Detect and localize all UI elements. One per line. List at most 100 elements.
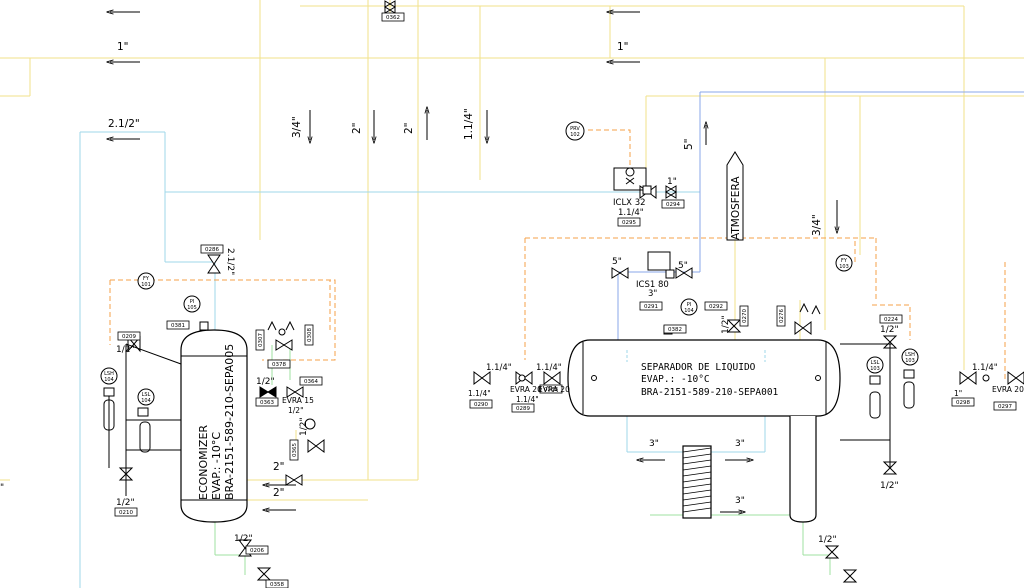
tag-0298: 0298 (956, 400, 970, 406)
lsl-104-bubble (137, 388, 155, 406)
tag-text: 0362 0286 0209 0381 0307 0308 0378 0364 … (119, 15, 1012, 588)
lsl104-a: LSL (142, 392, 151, 398)
tag-0210: 0210 (119, 510, 133, 516)
tag-0297: 0297 (998, 404, 1012, 410)
tag-0307: 0307 (258, 333, 264, 347)
lsh-103-bubble (901, 348, 919, 366)
size-sep3: 3" (648, 289, 657, 299)
prv102-a: PRV (570, 126, 580, 132)
size-v212: 2.1/2" (225, 248, 235, 275)
economizer-evap: EVAP.: -10°C (210, 432, 223, 500)
tag-0292: 0292 (709, 304, 723, 310)
separator-evap: EVAP.: -10°C (641, 374, 710, 385)
evra20b-label: EVRA 20 (538, 385, 570, 394)
tag-0378: 0378 (272, 362, 286, 368)
size-sep114c: 1.1/4" (516, 395, 539, 404)
evra15-label: EVRA 15 (282, 396, 314, 405)
size-v2a: 2" (351, 122, 363, 134)
lsl103-b: 103 (870, 366, 880, 372)
tag-0270: 0270 (742, 309, 748, 323)
size-sep12d: 1/2" (818, 535, 837, 545)
tag-0363: 0363 (260, 400, 274, 406)
size-v1: 1" (667, 177, 677, 187)
size-sep114a: 1.1/4" (486, 363, 512, 373)
economizer-tag: BRA-2151-589-210-SEPA005 (223, 344, 236, 500)
size-sep12a: 1/2" (721, 315, 731, 334)
atmosfera-vent: ATMOSFERA (726, 151, 744, 241)
fy103-b: 103 (839, 264, 849, 270)
atmosfera-label: ATMOSFERA (730, 176, 742, 240)
lsh-104-bubble (100, 367, 118, 385)
fy-101-bubble (137, 272, 155, 290)
size-econ12a: 1/2" (116, 345, 135, 355)
fy101-b: 101 (141, 282, 151, 288)
tag-0291: 0291 (644, 304, 658, 310)
size-right1: 1" (954, 389, 962, 398)
prv-102-bubble (565, 121, 585, 141)
size-left-edge: " (0, 483, 4, 493)
size-sep3b: 3" (735, 439, 745, 449)
economizer-title: ECONOMIZER (197, 425, 210, 500)
size-v34b: 3/4" (811, 214, 823, 236)
lsh104-a: LSH (104, 371, 114, 377)
size-sep3c: 3" (735, 496, 745, 506)
fy-103-bubble (835, 254, 853, 272)
lsh104-b: 104 (104, 377, 114, 383)
tag-0206: 0206 (250, 548, 264, 554)
separator-title: SEPARADOR DE LIQUIDO (641, 362, 756, 373)
size-sep114b: 1.1/4" (536, 363, 562, 373)
tag-0224: 0224 (884, 317, 898, 323)
tag-0288: 0288 (544, 387, 558, 393)
size-sep5a: 5" (612, 257, 622, 267)
lsl-103-bubble (866, 356, 884, 374)
tag-0209: 0209 (122, 334, 136, 340)
instrument-bubbles (100, 121, 919, 406)
pi-104-bubble (680, 298, 698, 316)
tag-0290: 0290 (474, 402, 488, 408)
lsl104-b: 104 (141, 398, 151, 404)
iclx-label: ICLX 32 (613, 198, 646, 208)
fy103-a: FY (841, 258, 848, 264)
pi105-b: 105 (187, 305, 197, 311)
pi-105-bubble (183, 295, 201, 313)
lsh103-a: LSH (905, 352, 915, 358)
lsl103-a: LSL (871, 360, 880, 366)
size-v5: 5" (683, 138, 695, 150)
size-v34: 3/4" (291, 116, 303, 138)
size-econ12c: 1/2" (288, 406, 304, 415)
size-sep12b: 1/2" (880, 325, 899, 335)
size-right114: 1.1/4" (972, 363, 998, 373)
tag-0365: 0365 (292, 443, 298, 457)
separator-vessel: SEPARADOR DE LIQUIDO EVAP.: -10°C BRA-21… (567, 339, 841, 523)
tag-0289: 0289 (516, 406, 530, 412)
size-econ12d: 1/2" (299, 417, 309, 436)
prv102-b: 102 (570, 132, 580, 138)
lsh103-b: 103 (905, 358, 915, 364)
tag-0276: 0276 (779, 309, 785, 323)
flow-arrows (110, 12, 837, 512)
tag-0294: 0294 (666, 202, 680, 208)
economizer-vessel: ECONOMIZER EVAP.: -10°C BRA-2151-589-210… (180, 329, 248, 523)
size-left-main: 2.1/2" (108, 118, 140, 130)
size-sep5b: 5" (678, 261, 688, 271)
evra20a-label: EVRA 20 (510, 385, 542, 394)
size-v2b: 2" (403, 122, 415, 134)
separator-tag: BRA-2151-589-210-SEPA001 (641, 387, 779, 398)
size-valve11: 1.1/4" (468, 389, 491, 398)
iclx-size: 1.1/4" (618, 208, 644, 218)
instrument-text: FY 101 PI 105 LSH 104 LSL 104 PRV 102 PI… (104, 126, 915, 404)
size-econ12e: 1/2" (116, 498, 135, 508)
valve-stations (199, 167, 990, 430)
size-v114: 1.1/4" (463, 108, 475, 140)
size-sep3a: 3" (649, 439, 659, 449)
tag-0295: 0295 (622, 220, 636, 226)
size-econ12f: 1/2" (234, 534, 253, 544)
tag-0381: 0381 (171, 323, 185, 329)
size-top-left: 1" (117, 41, 129, 53)
tag-0308: 0308 (307, 328, 313, 342)
pi104-a: PI (687, 302, 692, 308)
pipe-size-labels: 1" 1" 2.1/2" 3/4" 2" 2" 1.1/4" 5" 1" 3/4… (0, 41, 1024, 545)
tag-0286: 0286 (205, 247, 219, 253)
tag-boxes (114, 12, 1017, 588)
